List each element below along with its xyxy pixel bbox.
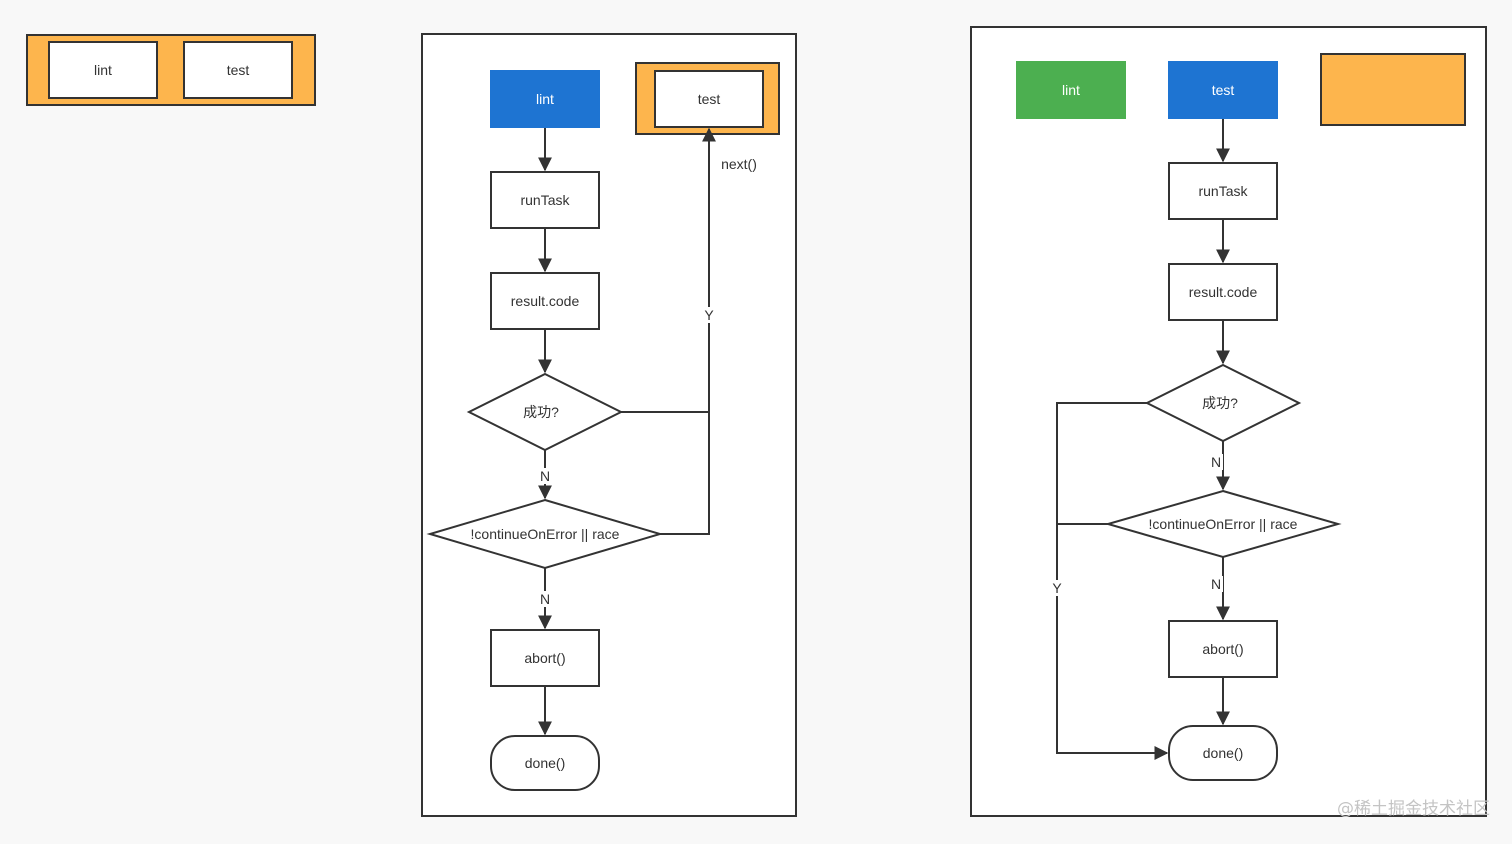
middle-label-no-1: N: [540, 468, 550, 484]
middle-continue-label: !continueOnError || race: [471, 526, 620, 542]
left-test-label: test: [227, 62, 250, 78]
middle-test-label: test: [698, 91, 721, 107]
middle-result-code-node: [490, 272, 600, 330]
right-abort-label: abort(): [1202, 641, 1243, 657]
right-result-code-label: result.code: [1189, 284, 1258, 300]
middle-lint-label: lint: [536, 91, 554, 107]
right-test-node: [1168, 61, 1278, 119]
right-label-no1-bg: [1209, 454, 1223, 470]
right-done-node: [1168, 725, 1278, 781]
right-label-yes: Y: [1052, 580, 1062, 596]
middle-success-label: 成功?: [523, 404, 559, 420]
middle-abort-label: abort(): [524, 650, 565, 666]
right-label-no-1: N: [1211, 454, 1221, 470]
right-flow-panel: lint test runTask result.code 成功? !conti…: [970, 26, 1487, 817]
right-runtask-label: runTask: [1198, 183, 1248, 199]
right-test-label: test: [1212, 82, 1235, 98]
right-label-no-2: N: [1211, 576, 1221, 592]
middle-test-node: [654, 70, 764, 128]
middle-label-yes-bg: [702, 307, 716, 323]
middle-label-no-2: N: [540, 591, 550, 607]
left-task-group: lint test: [26, 34, 316, 106]
right-continue-label: !continueOnError || race: [1149, 516, 1298, 532]
right-lint-label: lint: [1062, 82, 1080, 98]
middle-label-next: next(): [721, 156, 757, 172]
right-result-code-node: [1168, 263, 1278, 321]
middle-label-no2-bg: [538, 591, 552, 607]
middle-runtask-label: runTask: [520, 192, 570, 208]
left-lint-label: lint: [94, 62, 112, 78]
right-empty-container: [1320, 53, 1466, 126]
middle-abort-node: [490, 629, 600, 687]
middle-flow-panel: lint test runTask result.code 成功? !conti…: [421, 33, 797, 817]
right-label-no2-bg: [1209, 576, 1223, 592]
right-lint-node: [1016, 61, 1126, 119]
middle-result-code-label: result.code: [511, 293, 580, 309]
middle-edge-to-test: [660, 127, 716, 535]
right-edge-success-yes-done: [1056, 402, 1169, 760]
right-label-yes-bg: [1050, 580, 1064, 596]
left-test-box: [183, 41, 293, 99]
middle-panel-frame: [421, 33, 797, 817]
watermark-text: @稀土掘金技术社区: [1337, 799, 1490, 819]
right-done-label: done(): [1203, 745, 1243, 761]
middle-done-label: done(): [525, 755, 565, 771]
right-success-label: 成功?: [1202, 395, 1238, 411]
left-lint-box: [48, 41, 158, 99]
middle-done-node: [490, 735, 600, 791]
middle-lint-node: [490, 70, 600, 128]
middle-label-yes: Y: [704, 307, 714, 323]
middle-label-no1-bg: [538, 468, 552, 484]
right-runtask-node: [1168, 162, 1278, 220]
